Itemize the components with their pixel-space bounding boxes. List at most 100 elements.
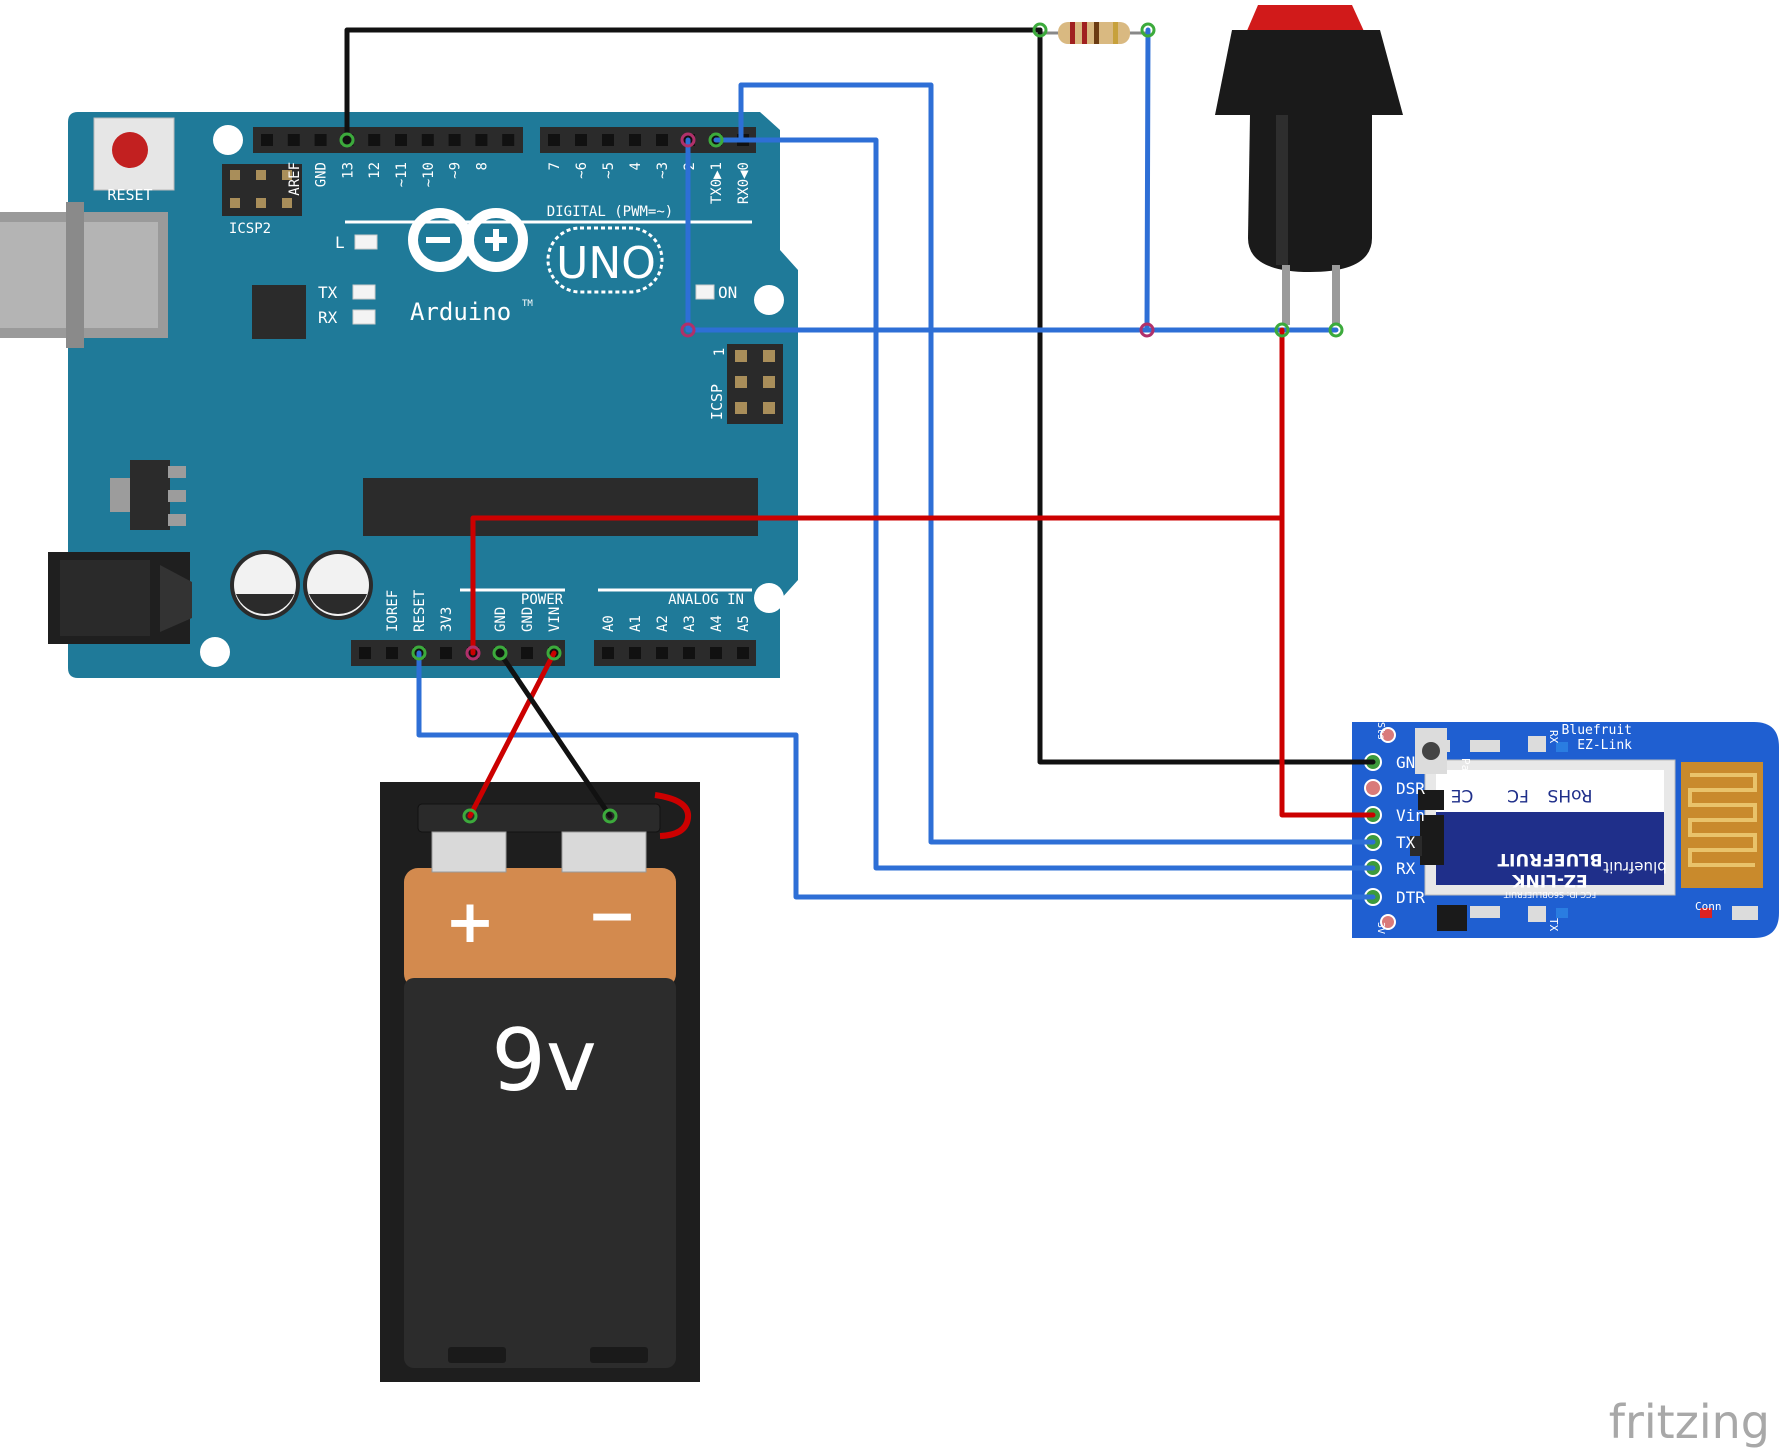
resistor [1040, 22, 1150, 44]
tx-led-label: TX [1547, 918, 1560, 932]
header-hole [710, 647, 722, 659]
module-brand: bluefruit [1603, 858, 1667, 876]
header-hole [287, 134, 300, 146]
atmega328-chip [363, 478, 758, 536]
wire-reset-to-bluefruit-dtr[interactable] [416, 650, 1376, 900]
bluefruit-pin [1380, 914, 1396, 930]
mount-hole [754, 583, 784, 613]
led-l-label: L [335, 233, 345, 252]
wire-button-to-bluefruit-vin[interactable] [1279, 327, 1376, 818]
battery-body [404, 978, 676, 1368]
analog-pin-label: A3 [682, 615, 698, 632]
digital-pin-label: ~3 [655, 162, 671, 179]
arduino-uno-board: RESET ICSP2 [0, 112, 798, 678]
icsp2-label: ICSP2 [229, 221, 271, 237]
header-hole [656, 647, 668, 659]
digital-pin-label: ~6 [574, 162, 590, 179]
header-hole [602, 647, 614, 659]
wire-resistor-to-button[interactable] [1144, 27, 1151, 333]
digital-pin-label: ~5 [601, 162, 617, 179]
bluefruit-pin [1380, 727, 1396, 743]
digital-pin-label: GND [314, 162, 330, 187]
analog-header [594, 640, 756, 666]
conn-led-label: Conn [1695, 900, 1722, 913]
wire-joint [708, 132, 724, 148]
header-hole [629, 647, 641, 659]
pair-button[interactable] [1415, 728, 1447, 774]
mount-hole [213, 125, 243, 155]
reset-label: RESET [107, 186, 152, 204]
icsp-label: ICSP [708, 384, 726, 420]
wire-d2-to-button[interactable] [685, 137, 1339, 333]
analog-pin-label: A2 [655, 615, 671, 632]
wire-joint [680, 132, 696, 148]
mount-hole [754, 285, 784, 315]
rx-led-label: RX [1547, 730, 1560, 744]
bluefruit-pin-label: TX [1396, 833, 1416, 852]
header-hole [395, 134, 407, 146]
analog-pin-label: A5 [736, 615, 752, 632]
header-hole [421, 134, 434, 146]
capacitor [230, 550, 300, 620]
digital-pin-label: 7 [547, 162, 563, 170]
bluefruit-pin-label: DTR [1396, 888, 1425, 907]
capacitor [303, 550, 373, 620]
wire-joint [465, 645, 481, 661]
header-hole [440, 647, 452, 659]
wire-joint [339, 132, 355, 148]
bluefruit-subtitle: EZ-Link [1577, 738, 1632, 753]
digital-pin-label: AREF [287, 162, 303, 196]
battery-9v: + − 9v [380, 782, 700, 1382]
wire-gnd-to-resistor[interactable] [344, 27, 1043, 143]
digital-pin-label: 4 [628, 162, 644, 170]
wire-joint [462, 808, 478, 824]
module-fcc: FCC ID: S6OBLUEFRUIT [1504, 890, 1596, 899]
battery-minus-label: − [587, 881, 637, 951]
usb-chip [252, 285, 306, 339]
digital-pin-label: 8 [474, 162, 490, 170]
usb-b-connector [0, 202, 168, 348]
trademark: TM [522, 299, 533, 309]
wire-gnd-to-bluefruit[interactable] [1037, 27, 1376, 765]
wire-joint [602, 808, 618, 824]
module-name-2: EZ-LINK [1512, 870, 1588, 890]
push-button[interactable] [1215, 5, 1403, 325]
battery-plus-label: + [445, 887, 495, 957]
wire-5v-to-button[interactable] [470, 515, 1285, 656]
battery-clip-wire [654, 792, 692, 839]
power-pin-label: IOREF [385, 590, 401, 632]
header-hole [521, 647, 533, 659]
wire-joint [1274, 322, 1290, 338]
wire-gnd-to-battery-minus[interactable] [497, 650, 613, 819]
wires [344, 27, 1376, 900]
wire-joint [546, 645, 562, 661]
wire-rx-to-bluefruit-tx[interactable] [738, 82, 1376, 845]
led-l [354, 234, 378, 250]
header-hole [368, 134, 381, 146]
power-pin-label: VIN [547, 607, 563, 632]
header-hole [575, 134, 587, 146]
module-fc: FC [1507, 785, 1529, 805]
digital-pin-label: TX0▶1 [709, 162, 725, 204]
reset-button[interactable] [93, 117, 175, 191]
wire-joint [1032, 22, 1048, 38]
header-hole [502, 134, 515, 146]
bluefruit-title: Bluefruit [1562, 723, 1632, 738]
header-hole [261, 134, 273, 146]
wire-vin-to-battery-plus[interactable] [467, 650, 557, 819]
arduino-logo [408, 208, 664, 294]
wire-tx-to-bluefruit-rx[interactable] [713, 137, 1376, 871]
chip-antenna [1681, 762, 1763, 888]
wire-endpoints [339, 22, 1344, 824]
wire-joint [492, 645, 508, 661]
header-hole [386, 647, 398, 659]
wire-joint [1140, 22, 1156, 38]
icsp2-header [222, 164, 302, 216]
voltage-regulator [110, 460, 186, 530]
bluefruit-pin-label: DSR [1396, 779, 1425, 798]
module-name-1: BLUEFRUIT [1497, 849, 1602, 869]
